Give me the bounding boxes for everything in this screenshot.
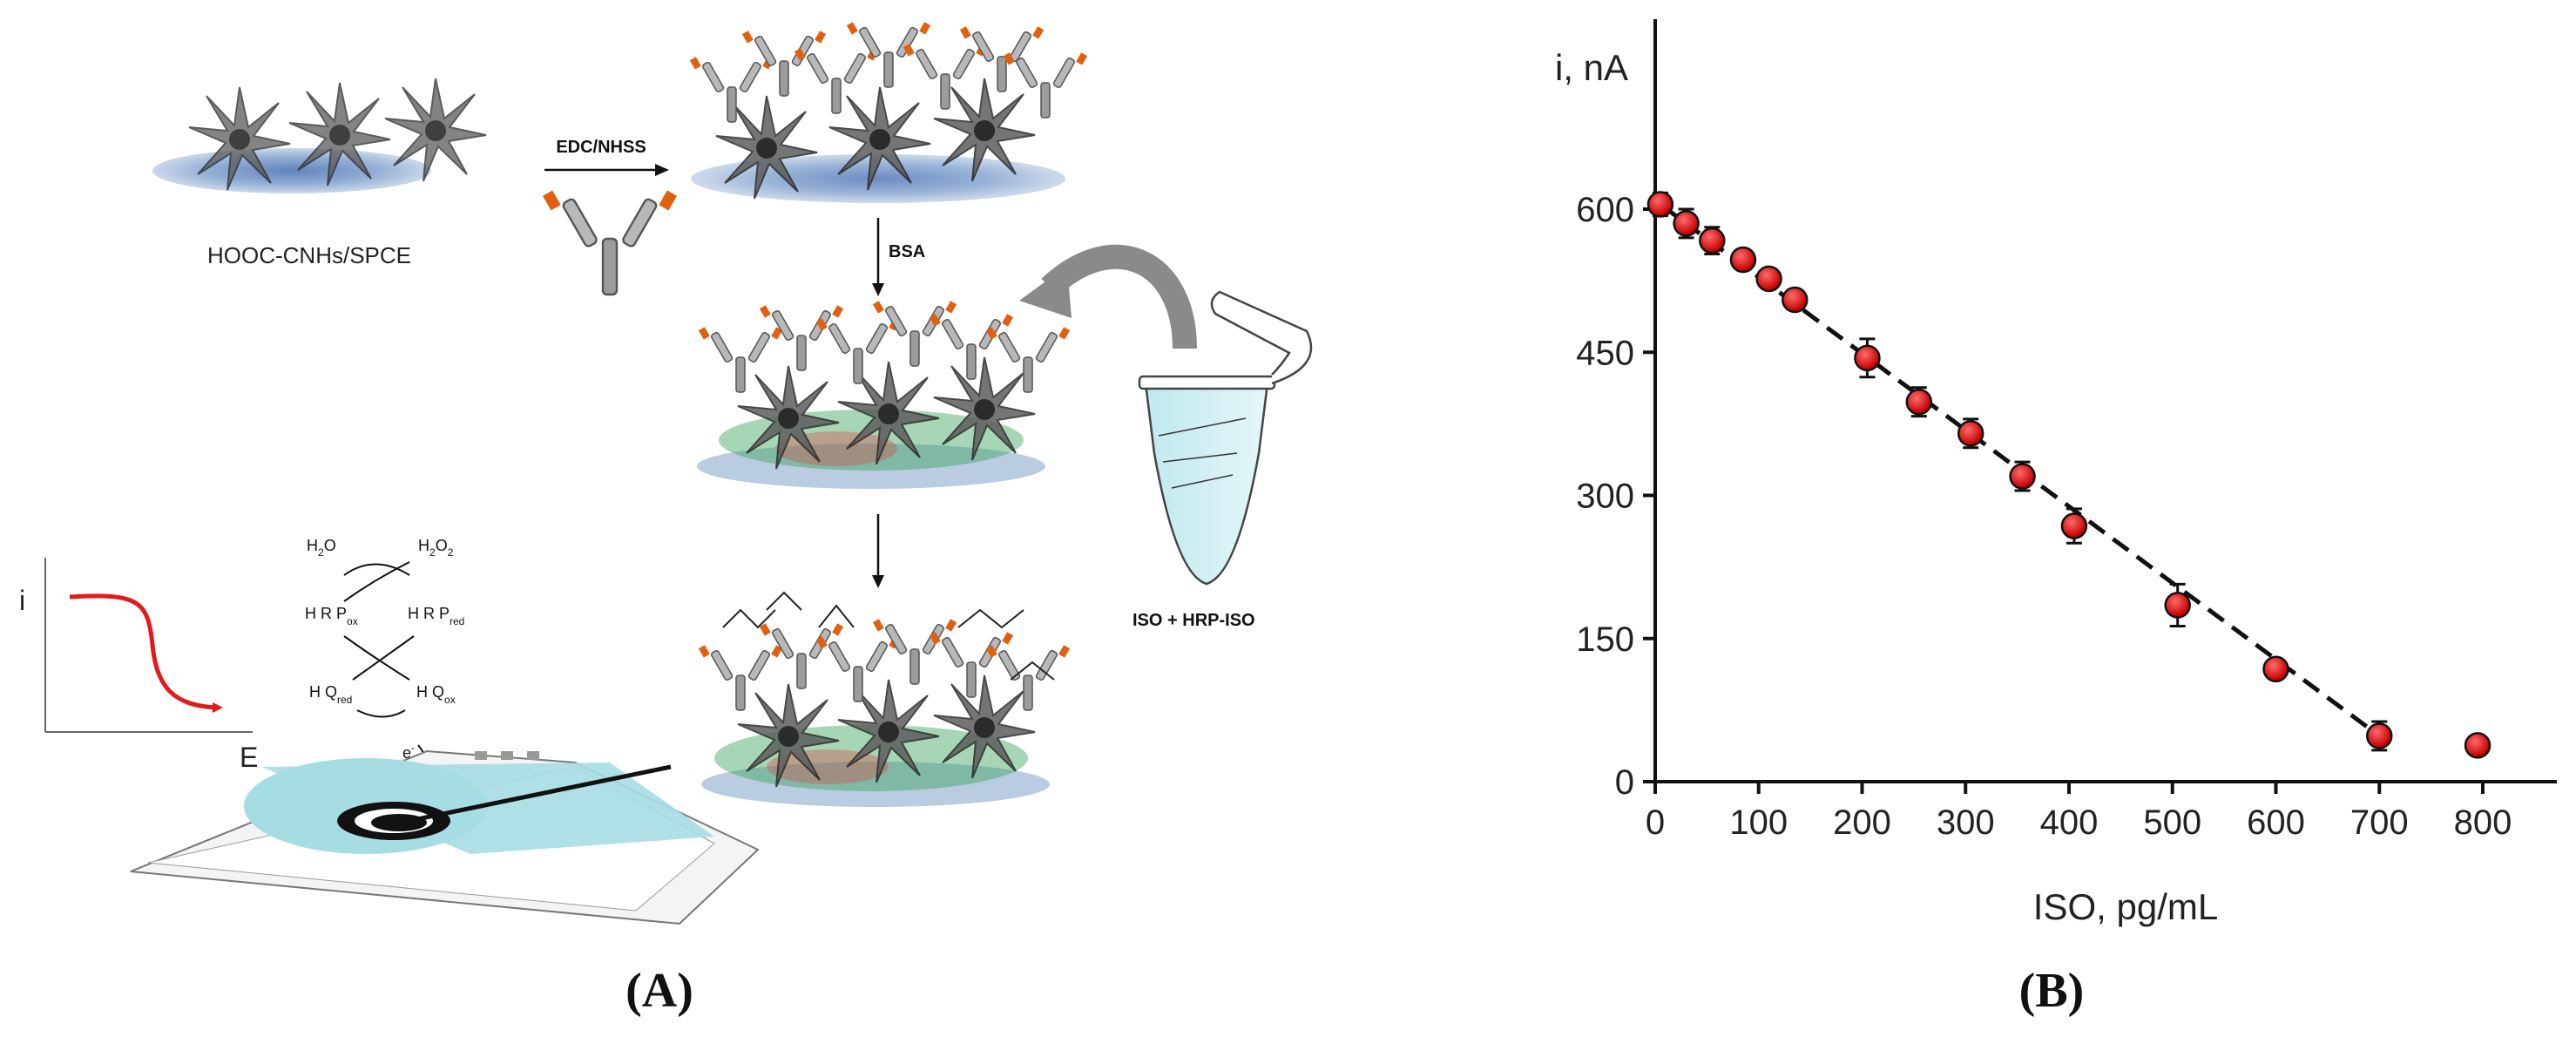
- svg-text:H2O: H2O: [307, 537, 336, 559]
- svg-text:H R Pred: H R Pred: [408, 605, 464, 627]
- data-point: [2262, 655, 2289, 683]
- step-edc-label: EDC/NHSS: [556, 138, 646, 157]
- svg-text:H R Pox: H R Pox: [305, 605, 358, 627]
- x-tick-label: 800: [2454, 803, 2512, 842]
- y-tick-label: 600: [1576, 191, 1634, 229]
- panel-b-label: (B): [2019, 964, 2085, 1018]
- data-point: [1673, 210, 1700, 237]
- sample-tube-icon: [1138, 290, 1313, 586]
- x-tick-label: 300: [1937, 803, 1995, 842]
- x-tick-label: 400: [2040, 803, 2099, 842]
- data-point: [1957, 420, 1984, 447]
- step-bsa-label: BSA: [889, 242, 925, 261]
- free-antibody-icon: [541, 189, 679, 296]
- surface-label: HOOC-CNHs/SPCE: [207, 242, 411, 268]
- final-arrow: [872, 514, 884, 588]
- x-tick-label: 100: [1729, 803, 1788, 842]
- x-axis-label: ISO, pg/mL: [2033, 886, 2218, 927]
- bsa-surface-stage-3: [697, 300, 1071, 489]
- screen-printed-electrode: [130, 749, 760, 925]
- cnh-surface-stage-1: [152, 78, 487, 193]
- svg-text:H Qox: H Qox: [416, 683, 456, 706]
- y-tick-label: 150: [1576, 620, 1634, 659]
- data-point: [1699, 227, 1726, 254]
- data-point: [2060, 512, 2088, 539]
- data-point: [1729, 246, 1757, 274]
- edc-arrow: [544, 164, 669, 176]
- data-point: [1905, 388, 1933, 416]
- x-tick-label: 700: [2350, 803, 2409, 842]
- y-tick-label: 0: [1615, 763, 1634, 802]
- data-point: [1646, 191, 1674, 218]
- y-tick-label: 300: [1576, 478, 1634, 516]
- panel-a-label: (A): [625, 964, 693, 1018]
- plot-e-label: E: [240, 742, 258, 773]
- calibration-chart: 0 150 300 450 600 0 100 200 300 400 500 600 700 800: [1576, 19, 2557, 842]
- x-tick-label: 0: [1646, 803, 1665, 842]
- data-point: [1755, 265, 1782, 293]
- svg-text:H Qred: H Qred: [309, 683, 352, 706]
- panel-b: 0 150 300 450 600 0 100 200 300 400 500 600 700 800 i…: [1555, 19, 2557, 1018]
- panel-a: HOOC-CNHs/SPCE EDC/NHSS: [19, 21, 1313, 1018]
- antibody-surface-stage-2: [689, 21, 1088, 203]
- data-point: [2366, 722, 2393, 749]
- data-point: [2464, 732, 2491, 759]
- assay-surface-stage-4: [698, 591, 1071, 807]
- step-iso-label: ISO + HRP-ISO: [1132, 611, 1255, 630]
- x-tick-label: 500: [2143, 803, 2201, 842]
- incubation-arrow: [1019, 244, 1197, 349]
- amperometric-curve-plot: [44, 558, 253, 733]
- x-tick-label: 200: [1833, 803, 1891, 842]
- data-point: [1782, 286, 1809, 314]
- y-tick-label: 450: [1576, 334, 1634, 372]
- x-tick-label: 600: [2247, 803, 2305, 842]
- svg-text:H2O2: H2O2: [418, 537, 454, 559]
- data-point: [1854, 344, 1881, 372]
- plot-i-label: i: [19, 585, 25, 616]
- y-axis-label: i, nA: [1555, 47, 1628, 88]
- data-point: [2009, 463, 2036, 490]
- reaction-scheme: H2O H2O2 H R Pox H R Pred H Qred H Qox e…: [305, 537, 464, 781]
- data-point: [2164, 592, 2191, 619]
- svg-text:e-: e-: [402, 742, 415, 762]
- bsa-arrow: [872, 218, 884, 296]
